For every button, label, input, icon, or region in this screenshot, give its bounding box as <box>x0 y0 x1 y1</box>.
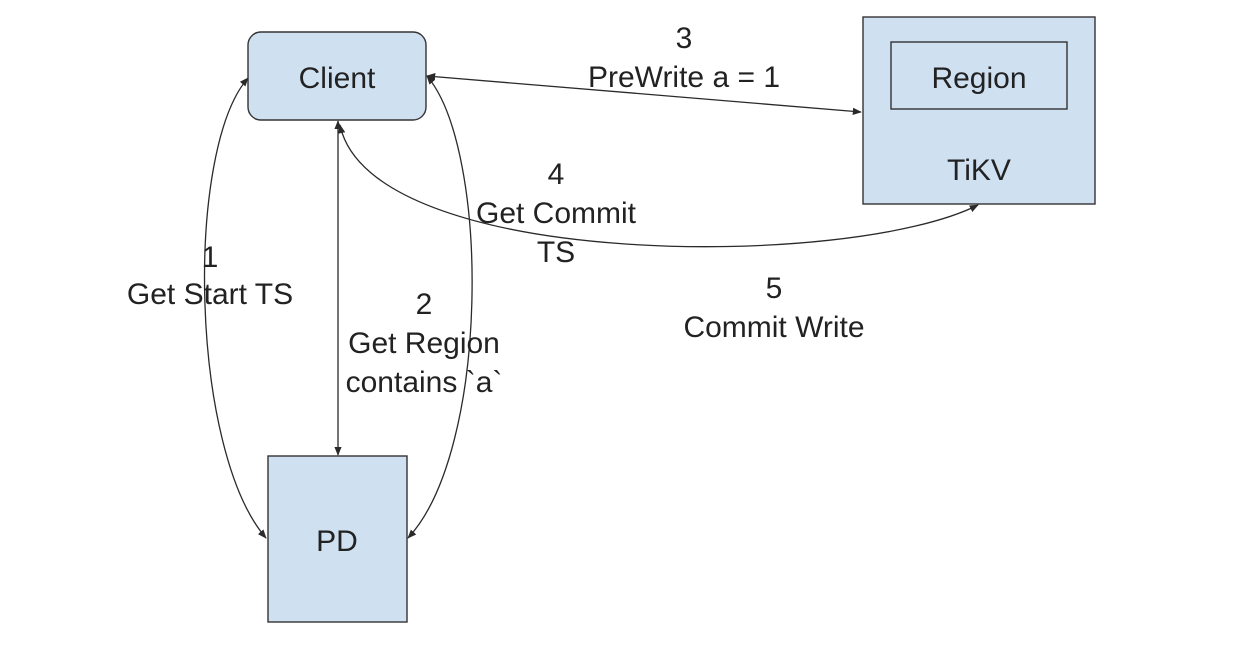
region-label: Region <box>931 62 1026 95</box>
step-1-label: Get Start TS <box>127 278 293 311</box>
pd-label: PD <box>316 525 358 558</box>
step-4-label-line1: Get Commit <box>476 197 637 230</box>
step-3-number: 3 <box>676 22 693 55</box>
client-label: Client <box>299 62 376 95</box>
edge-region-response <box>407 75 473 539</box>
step-3-label: PreWrite a = 1 <box>588 61 780 94</box>
edge-get-start-ts <box>203 77 267 539</box>
step-4-label-line2: TS <box>537 236 575 269</box>
step-4-number: 4 <box>548 158 565 191</box>
client-node <box>247 31 427 121</box>
step-5-label: Commit Write <box>683 311 864 344</box>
tikv-label: TiKV <box>947 154 1011 187</box>
region-node <box>890 41 1068 110</box>
edge-prewrite <box>426 73 862 115</box>
step-2-label-line2: contains `a` <box>346 366 503 399</box>
pd-node <box>267 455 408 623</box>
edge-commit-write <box>338 124 979 248</box>
step-2-number: 2 <box>416 288 433 321</box>
step-2-label-line1: Get Region <box>348 327 500 360</box>
step-1-number: 1 <box>202 241 219 274</box>
step-5-number: 5 <box>766 272 783 305</box>
